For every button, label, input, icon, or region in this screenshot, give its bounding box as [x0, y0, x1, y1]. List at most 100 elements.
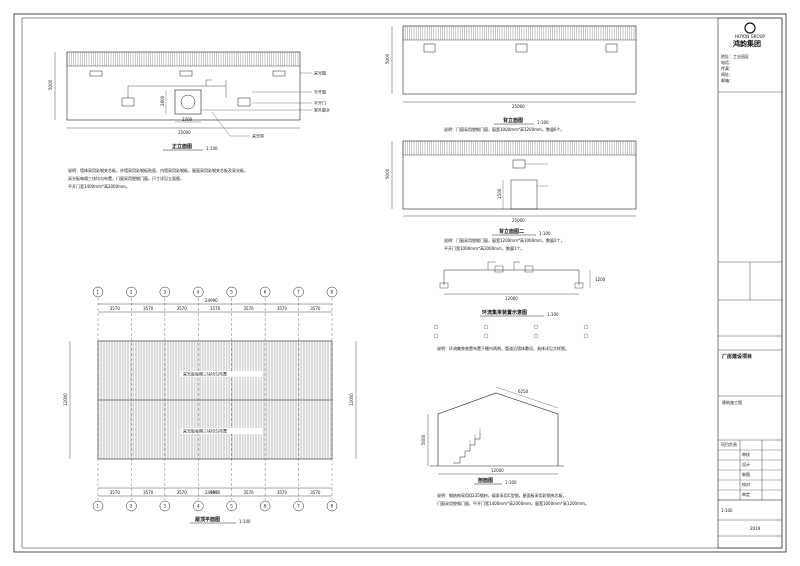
axis-label: 8 — [331, 504, 334, 509]
view-title: 环流集束装置示意图 — [482, 309, 527, 316]
axis-label: 8 — [331, 290, 334, 295]
axis-bubble — [293, 286, 304, 298]
project-name: 厂房建设项目 — [722, 353, 752, 360]
width-dim: 25000 — [178, 130, 191, 135]
view-scale: 1:100 — [239, 519, 251, 524]
outer-frame — [13, 13, 787, 553]
env-layout: 12000 1200 环流集束装置示意图 1:100 说明：环流集束装置布置于棚… — [433, 261, 606, 351]
front-notes: 说明：墙体采用彩钢夹芯板，外墙采用彩钢板贴面，内墙采用彩钢板，屋面采用彩钢夹芯板… — [68, 167, 248, 189]
axis-label: 1 — [97, 504, 100, 509]
note-line: 平开门宽1400mm*高2000mm。 — [68, 183, 130, 189]
view-title: 剖面图 — [478, 477, 493, 484]
view-title: 屋顶平面图 — [195, 516, 220, 523]
tb-cell: 校对 — [742, 481, 750, 487]
window — [89, 70, 103, 77]
bay-dim: 3570 — [110, 490, 121, 495]
length-dim: 12000 — [505, 296, 518, 301]
view-scale: 1:100 — [206, 146, 218, 151]
note-line: 说明：门窗采用塑钢门窗，窗宽1000mm*高1200mm，数量6个。 — [444, 126, 565, 132]
bay-dim: 3570 — [310, 306, 321, 311]
axis-label: 5 — [230, 504, 233, 509]
rafter-dim: 6250 — [518, 389, 529, 394]
view-scale: 1:100 — [539, 231, 551, 236]
note-line: 门窗采用塑钢门窗，平开门宽1400mm*高2000mm，窗宽1000mm*高12… — [437, 500, 589, 506]
callout: 室外散水 — [314, 107, 330, 113]
height-dim: 5000 — [385, 168, 390, 179]
bay-dim: 3570 — [243, 306, 254, 311]
tb-date: 2019 — [750, 526, 761, 531]
roof-plan: 1135703570223570357033357035704435703570… — [63, 286, 357, 524]
axis-label: 6 — [264, 290, 267, 295]
total-dim: 24990 — [205, 490, 218, 495]
window — [423, 43, 436, 53]
stair — [453, 433, 481, 464]
legend-icons — [433, 324, 589, 339]
axis-label: 1 — [97, 290, 100, 295]
bay-dim: 3570 — [277, 490, 288, 495]
info-line: 地址：工业园区 — [721, 53, 749, 59]
axis-label: 3 — [163, 504, 166, 509]
bay-dim: 3570 — [310, 490, 321, 495]
callout: 采光带 — [252, 133, 264, 139]
axis-label: 6 — [264, 504, 267, 509]
axis-bubble — [92, 286, 104, 298]
view-scale: 1:100 — [537, 120, 549, 125]
axis-label: 2 — [130, 290, 133, 295]
width-dim: 25000 — [512, 218, 525, 223]
info-line: 传真： — [721, 65, 733, 71]
axis-bubble — [326, 286, 338, 298]
tb-cell: 制图 — [742, 471, 750, 477]
axis-bubble — [193, 286, 204, 298]
axis-label: 4 — [197, 504, 200, 509]
axis-label: 7 — [297, 290, 300, 295]
axis-label: 3 — [163, 290, 166, 295]
view-title: 正立面图 — [172, 143, 192, 150]
tb-cell: 审核 — [742, 451, 750, 457]
tb-scale: 1:100 — [721, 508, 733, 513]
bay-dim: 3570 — [143, 490, 154, 495]
bay-dim: 3570 — [243, 490, 254, 495]
view-title: 背立面图二 — [499, 228, 524, 235]
tb-cell: 设计 — [742, 461, 750, 467]
bay-dim: 3570 — [177, 306, 188, 311]
view-scale: 1:100 — [505, 480, 517, 485]
tb-cell: 审定 — [742, 491, 750, 497]
callout: 平开门 — [314, 100, 326, 106]
axis-bubble — [293, 500, 304, 512]
axis-bubble — [226, 286, 237, 298]
width-dim: 25000 — [512, 104, 525, 109]
height-dim: 1200 — [595, 277, 606, 282]
back-elevation-1: 5000 25000 背立面图 1:100 说明：门窗采用塑钢门窗，窗宽1000… — [385, 25, 637, 132]
height-dim: 5000 — [48, 79, 53, 90]
axis-bubble — [193, 500, 204, 512]
bay-dim: 3570 — [143, 306, 154, 311]
axis-bubble — [126, 500, 137, 512]
sub-dim: 2200 — [182, 117, 193, 122]
note-line: 说明：门窗采用塑钢门窗，窗宽1200mm*高1000mm，数量2个， — [444, 237, 565, 243]
bay-dim: 3570 — [210, 306, 221, 311]
bay-dim: 3570 — [277, 306, 288, 311]
axis-bubble — [259, 286, 271, 298]
axis-bubble — [92, 500, 104, 512]
height-dim: 5000 — [385, 53, 390, 64]
axis-label: 7 — [297, 504, 300, 509]
front-elevation: 采光窗 平开窗 平开门 室外散水 采光带 5000 2800 2200 2500… — [48, 51, 330, 151]
bay-dim: 3570 — [210, 490, 221, 495]
drawing-name: 建筑施工图 — [722, 399, 742, 405]
axis-bubble — [159, 500, 171, 512]
door — [510, 179, 538, 210]
bay-dim: 3570 — [177, 490, 188, 495]
axis-bubble — [226, 500, 237, 512]
roof-note: 采光板每隔三块均匀布置 — [183, 428, 227, 434]
note-line: 平开门宽1000mm*高2000mm，数量1个。 — [444, 245, 525, 251]
entrance-door — [174, 89, 202, 115]
depth-dim: 12000 — [349, 393, 354, 406]
info-line: 邮箱： — [721, 77, 733, 83]
note-line: 说明：环流集束装置布置于棚内两侧，管道沿墙体敷设，具体详见大样图。 — [437, 345, 569, 351]
axis-bubble — [126, 286, 137, 298]
view-scale: 1:100 — [547, 312, 559, 317]
inner-frame — [21, 17, 783, 549]
axis-label: 2 — [130, 504, 133, 509]
span-dim: 12000 — [491, 468, 504, 473]
